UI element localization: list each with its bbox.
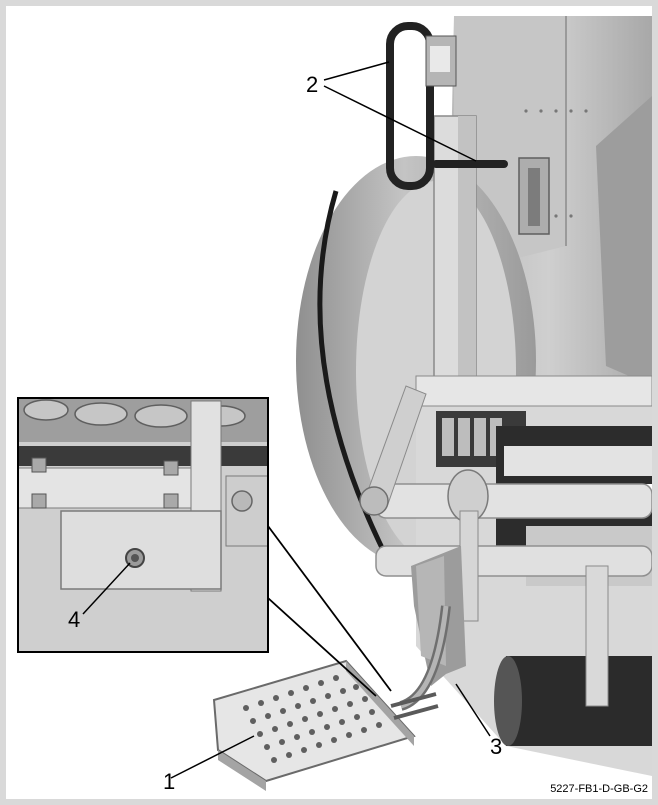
- detail-inset: [17, 397, 269, 653]
- callout-label-4: 4: [68, 607, 81, 632]
- callout-label-2: 2: [306, 72, 319, 97]
- figure-reference-code: 5227-FB1-D-GB-G2: [550, 783, 648, 795]
- zoom-connector-lines: [267, 525, 392, 697]
- callout-label-1: 1: [163, 769, 176, 794]
- step-support: [399, 546, 466, 711]
- machine-photo: [17, 16, 652, 791]
- leader-lines: [82, 61, 491, 779]
- callout-label-3: 3: [490, 734, 503, 759]
- perforated-step: [212, 659, 439, 791]
- grab-handle: [386, 22, 508, 190]
- vertical-mast: [433, 115, 477, 387]
- lower-frame: [359, 375, 652, 776]
